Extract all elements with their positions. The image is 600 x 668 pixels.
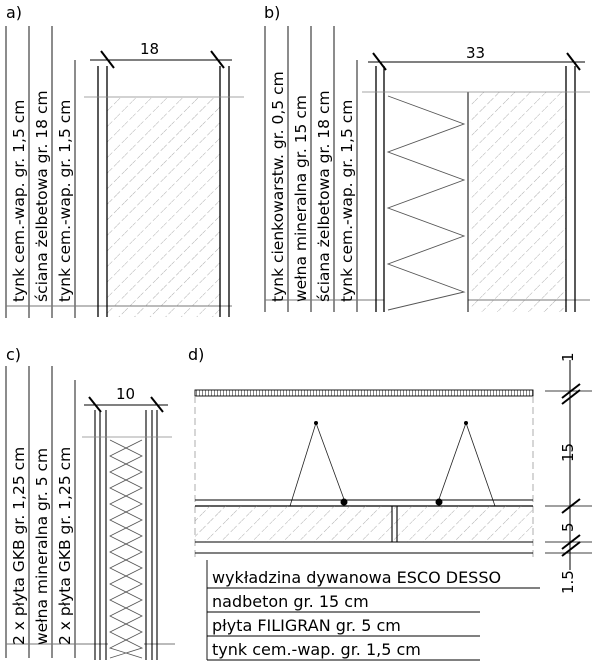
panel-b-wool-pattern xyxy=(386,95,466,311)
panel-c-layer-3: 2 x płyta GKB gr. 1,25 cm xyxy=(56,447,74,645)
panel-c-wool-pattern xyxy=(109,439,144,659)
panel-a-layer-1: tynk cem.-wap. gr. 1,5 cm xyxy=(10,100,28,302)
panel-d-dimension-1: 1 xyxy=(559,352,577,362)
panel-c-letter: c) xyxy=(6,345,21,364)
panel-d-layer-2: nadbeton gr. 15 cm xyxy=(212,592,369,611)
panel-d-carpet xyxy=(194,389,534,397)
panel-c-layer-2: wełna mineralna gr. 5 cm xyxy=(33,448,51,645)
panel-c-dimension: 10 xyxy=(116,385,135,403)
panel-d-letter: d) xyxy=(188,345,204,364)
panel-a-layer-3: tynk cem.-wap. gr. 1,5 cm xyxy=(56,100,74,302)
panel-a-layer-2: ściana żelbetowa gr. 18 cm xyxy=(33,90,51,302)
panel-a: a) tynk cem.-wap. gr. 1,5 cm ściana żelb… xyxy=(5,3,244,318)
panel-d: d) xyxy=(188,345,592,661)
panel-d-lattice xyxy=(289,421,496,507)
panel-b-layer-3: ściana żelbetowa gr. 18 cm xyxy=(315,90,333,302)
panel-b-dimension: 33 xyxy=(466,44,485,62)
panel-b-layer-2: wełna mineralna gr. 15 cm xyxy=(292,95,310,302)
panel-d-filigran-slab xyxy=(195,506,533,542)
panel-b: b) tynk cienkowarstw. gr. 0,5 cm wełna m… xyxy=(264,3,590,312)
panel-d-layer-4: tynk cem.-wap. gr. 1,5 cm xyxy=(212,640,421,659)
panel-d-dimension-4: 1.5 xyxy=(559,570,577,594)
panel-b-concrete xyxy=(470,92,566,312)
panel-c: c) 2 x płyta GKB gr. 1,25 cm wełna miner… xyxy=(5,345,175,660)
panel-d-dimension-2: 15 xyxy=(559,443,577,462)
panel-a-concrete xyxy=(107,97,220,317)
panel-a-letter: a) xyxy=(6,3,22,22)
panel-d-layer-3: płyta FILIGRAN gr. 5 cm xyxy=(212,616,401,635)
panel-d-dimension-3: 5 xyxy=(559,522,577,532)
panel-a-dimension: 18 xyxy=(140,40,159,58)
panel-b-layer-1: tynk cienkowarstw. gr. 0,5 cm xyxy=(269,71,287,302)
panel-b-letter: b) xyxy=(264,3,280,22)
panel-b-mineral-wool xyxy=(384,92,468,312)
panel-c-layer-1: 2 x płyta GKB gr. 1,25 cm xyxy=(10,447,28,645)
panel-d-layer-1: wykładzina dywanowa ESCO DESSO xyxy=(212,568,501,587)
panel-b-layer-4: tynk cem.-wap. gr. 1,5 cm xyxy=(338,100,356,302)
